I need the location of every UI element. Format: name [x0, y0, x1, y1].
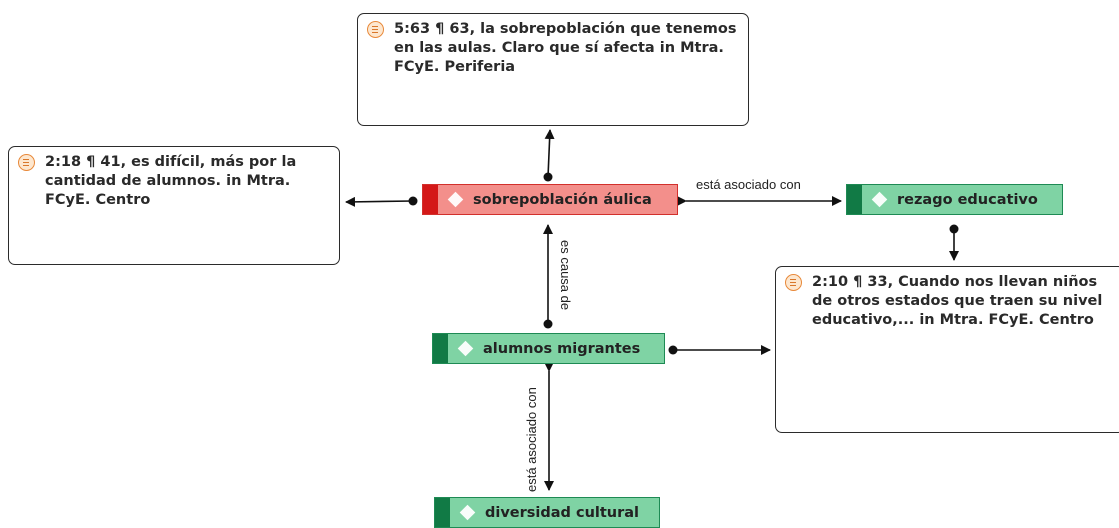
diamond-icon — [447, 191, 464, 208]
quote-box-right[interactable]: 2:10 ¶ 33, Cuando nos llevan niños de ot… — [775, 266, 1119, 433]
diamond-icon — [459, 504, 476, 521]
code-label: rezago educativo — [897, 191, 1038, 208]
link-sobrepoblacion-left-quote — [345, 196, 414, 207]
relation-label-causa: es causa de — [558, 240, 573, 311]
code-label: sobrepoblación áulica — [473, 191, 652, 208]
code-color-stripe — [423, 185, 438, 214]
code-label: diversidad cultural — [485, 504, 640, 521]
code-color-stripe — [435, 498, 450, 527]
link-dot — [408, 196, 418, 206]
code-node-sobrepoblacion[interactable]: sobrepoblación áulica — [422, 184, 678, 215]
diamond-icon — [457, 340, 474, 357]
diamond-icon — [871, 191, 888, 208]
code-node-migrantes[interactable]: alumnos migrantes — [432, 333, 665, 364]
code-label: alumnos migrantes — [483, 340, 641, 357]
code-color-stripe — [847, 185, 862, 214]
quote-box-top[interactable]: 5:63 ¶ 63, la sobrepoblación que tenemos… — [357, 13, 749, 126]
relation-label-asociado-2: está asociado con — [524, 387, 539, 492]
quotation-icon — [785, 274, 802, 291]
link-dot — [949, 224, 959, 234]
quote-text: 2:18 ¶ 41, es difícil, más por la cantid… — [45, 154, 297, 208]
code-node-diversidad[interactable]: diversidad cultural — [434, 497, 660, 528]
code-color-stripe — [433, 334, 448, 363]
link-sobrepoblacion-top-quote — [544, 129, 555, 178]
link-dot — [668, 345, 678, 355]
code-node-rezago[interactable]: rezago educativo — [846, 184, 1063, 215]
link-dot — [543, 319, 553, 329]
link-dot — [543, 172, 553, 182]
quote-text: 5:63 ¶ 63, la sobrepoblación que tenemos… — [394, 21, 737, 75]
relation-label-asociado-1: está asociado con — [696, 177, 801, 192]
quotation-icon — [367, 21, 384, 38]
quote-text: 2:10 ¶ 33, Cuando nos llevan niños de ot… — [812, 274, 1103, 328]
quotation-icon — [18, 154, 35, 171]
quote-box-left[interactable]: 2:18 ¶ 41, es difícil, más por la cantid… — [8, 146, 340, 265]
